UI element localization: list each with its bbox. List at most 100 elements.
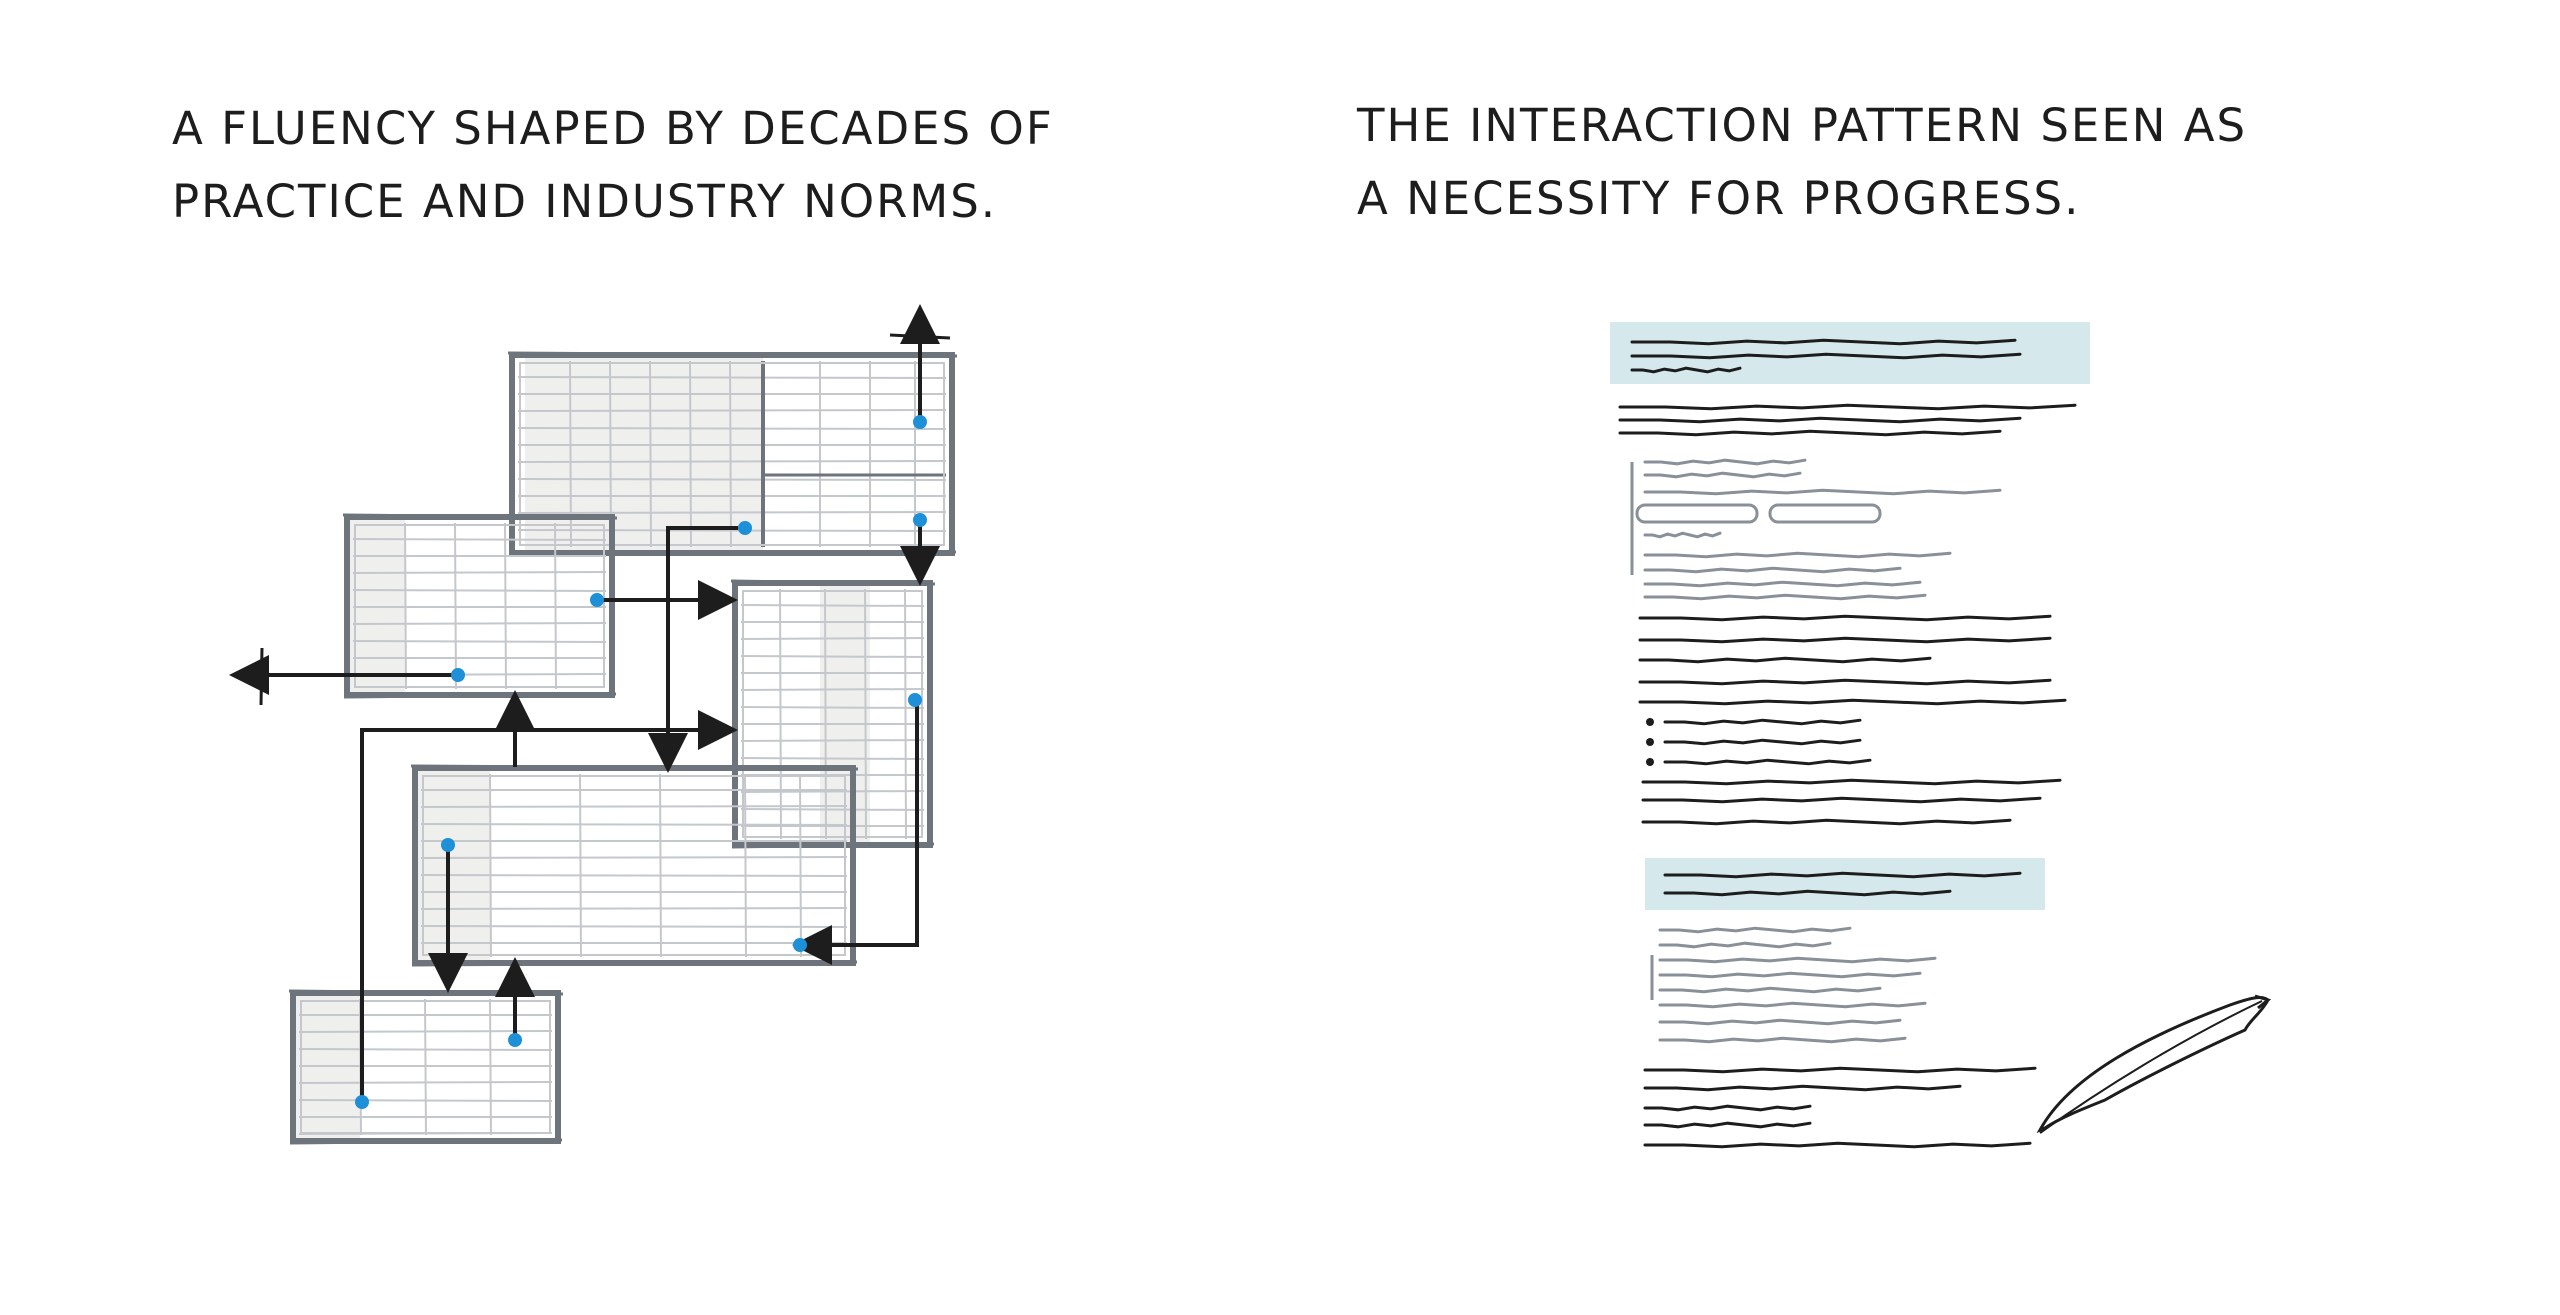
terminal-tick [259,647,264,706]
gray-text-line [1658,1018,1902,1026]
grid-row [517,478,947,481]
inner-border [742,590,923,838]
heading-line [1630,352,2022,360]
text-line [1638,698,2067,706]
quill-pen-icon [2036,994,2272,1134]
connection-dots [355,415,927,1109]
inline-pill [1635,503,1759,524]
grid-col [489,773,492,958]
handwritten-document-illustration [1610,322,2272,1149]
left-caption-line-2: PRACTICE AND INDUSTRY NORMS. [172,175,998,228]
grid-row [420,925,848,928]
grid-col [554,522,557,690]
heading-line [1663,889,1952,897]
text-line [1638,678,2052,686]
bullet-dot [1646,738,1654,746]
grid-row [517,409,947,412]
grid-row [420,823,848,826]
bullet-dot [1646,718,1654,726]
frame-overshoot [342,513,618,699]
grid-row [740,757,925,760]
connection-dot [908,693,922,707]
gray-text-line [1658,971,1922,979]
grid-row [420,805,848,808]
window-left [342,513,618,699]
text-line [1643,1104,1812,1112]
grid-row [740,790,925,793]
text-line [1641,778,2062,786]
grid-row [352,622,607,625]
connector-arrow [360,710,738,1102]
connection-dot [451,668,465,682]
frame-overshoot [507,351,958,557]
grid-col [864,588,867,840]
text-line [1643,1141,2032,1149]
spreadsheet-windows-illustration [229,304,958,1145]
inner-border [300,1000,551,1134]
left-caption: A FLUENCY SHAPED BY DECADES OF PRACTICE … [172,92,1212,238]
gray-text-line [1643,471,1802,479]
text-line [1638,636,2052,644]
grid-col [779,588,782,840]
grid-row [740,637,925,640]
connection-dot [913,415,927,429]
gray-text-line [1643,593,1927,601]
text-line [1663,738,1862,746]
grid-col [489,998,492,1136]
grid-row [517,427,947,430]
terminal-tick [889,333,951,340]
grid-row [352,571,607,574]
grid-col [579,773,582,958]
grid-row [352,589,607,592]
grid-row [517,529,947,532]
grid-col [504,522,507,690]
grid-col [729,360,732,548]
heading-line [1663,871,2022,879]
right-caption-line-2: A NECESSITY FOR PROGRESS. [1357,172,2081,225]
frame-overshoot [410,764,859,967]
grid-row [420,907,848,910]
gray-text-line [1643,566,1902,574]
gray-text-line [1658,926,1852,934]
text-line [1641,796,2042,804]
cell-shade [415,768,490,963]
text-line [1618,429,2002,437]
grid-row [352,640,607,643]
text-line [1663,718,1862,726]
gray-text-line [1643,531,1722,539]
left-caption-line-1: A FLUENCY SHAPED BY DECADES OF [172,102,1054,155]
grid-row [352,538,607,541]
grid-col [824,588,827,840]
grid-col [454,522,457,690]
cell-shade [525,355,763,553]
inner-border [422,775,846,956]
gray-text-line [1643,458,1807,466]
grid-row [740,688,925,691]
gray-text-line [1643,551,1952,559]
grid-row [517,460,947,463]
grid-col [659,773,662,958]
bullet-dot [1646,758,1654,766]
window-bottom [288,989,564,1145]
grid-row [740,604,925,607]
text-line [1643,1084,1962,1092]
window-middle [410,764,859,967]
header-highlight [1610,322,2090,384]
quill-feather [2036,996,2270,1133]
grid-row [517,376,947,379]
text-line [1638,656,1932,664]
connection-dot [590,593,604,607]
connector-arrows [229,304,951,1102]
inner-border [519,362,945,546]
text-line [1638,614,2052,622]
gray-text-line [1658,1001,1927,1009]
heading-line [1630,366,1742,374]
gray-text-line [1643,580,1922,588]
text-line [1643,1121,1812,1129]
window-right [730,579,936,849]
connection-dot [441,838,455,852]
heading-line [1630,338,2017,346]
quill-shaft [2039,1000,2263,1134]
grid-row [740,655,925,658]
quill-tip [2254,994,2272,1010]
